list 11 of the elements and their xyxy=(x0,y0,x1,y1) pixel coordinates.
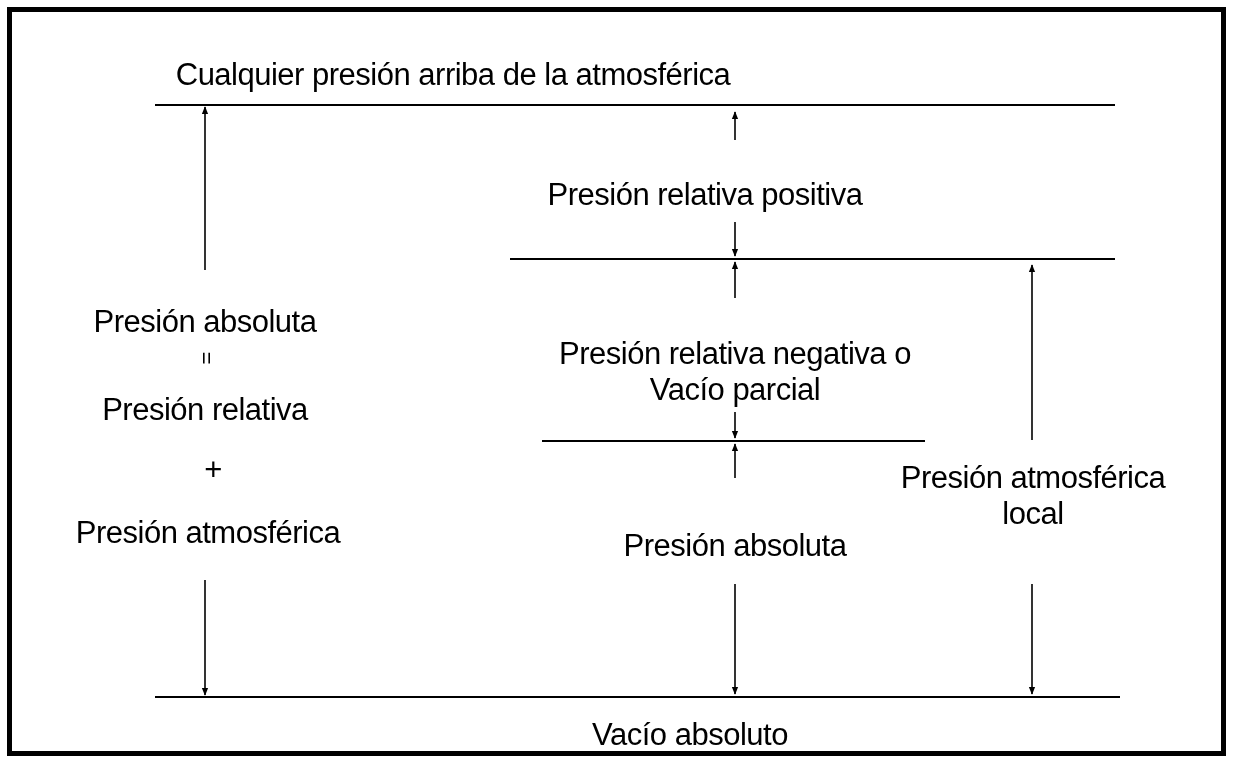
pressure-label: Presión atmosférica local xyxy=(899,460,1167,532)
pressure-label: Presión absoluta xyxy=(93,304,317,340)
pressure-label: Vacío absoluto xyxy=(592,717,788,753)
pressure-label: Presión relativa negativa o Vacío parcial xyxy=(558,336,912,408)
pressure-label: + xyxy=(204,452,222,488)
pressure-label: Presión relativa positiva xyxy=(547,177,863,213)
pressure-label: Presión absoluta xyxy=(623,528,847,564)
pressure-label: Presión relativa xyxy=(102,392,308,428)
pressure-label: Cualquier presión arriba de la atmosférica xyxy=(175,57,731,93)
equals-sign: = xyxy=(193,351,219,365)
pressure-label: Presión atmosférica xyxy=(75,515,341,551)
